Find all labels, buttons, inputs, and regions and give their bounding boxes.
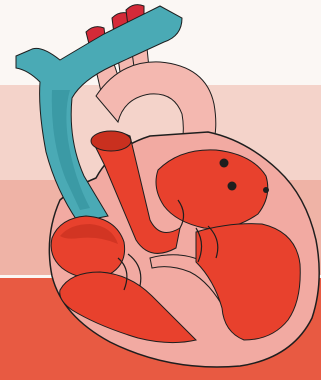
pulmonary-vein-opening-3 [263, 187, 269, 193]
pulmonary-vein-opening-1 [220, 159, 229, 168]
pulmonary-opening [91, 131, 131, 151]
pulmonary-vein-opening-2 [228, 182, 237, 191]
